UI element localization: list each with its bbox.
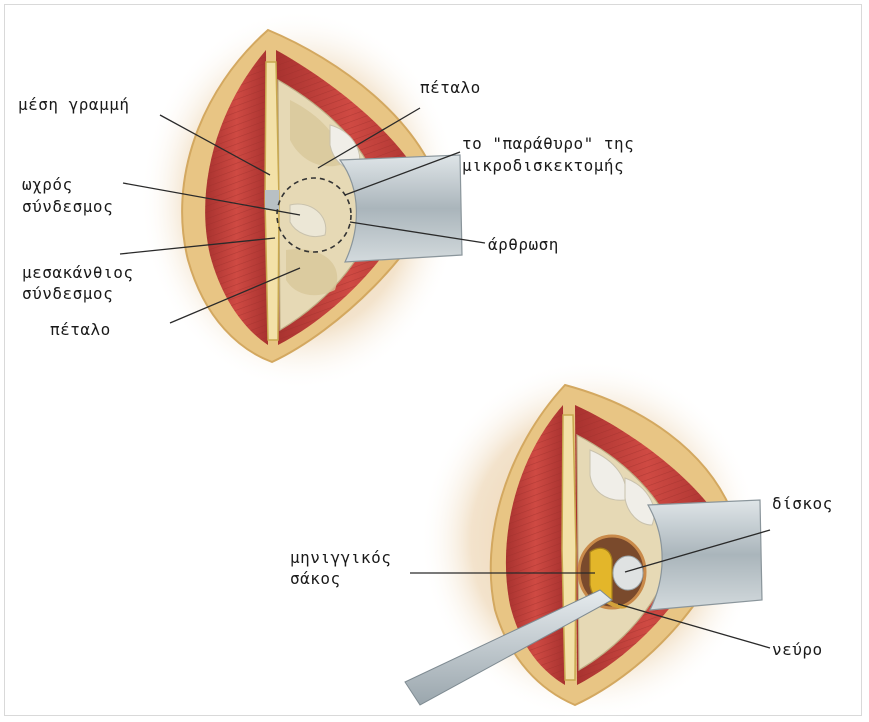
label-minigikos-line2: σάκος bbox=[290, 569, 341, 588]
upper-surgical-view bbox=[140, 10, 462, 390]
label-mesi-grammi: μέση γραμμή bbox=[18, 95, 129, 114]
label-mesakanthios-line2: σύνδεσμος bbox=[22, 284, 113, 303]
label-parathyro-line1: το "παράθυρο" της bbox=[462, 134, 634, 153]
label-minigikos-line1: μηνιγγικός bbox=[290, 548, 391, 567]
label-ochros-line1: ωχρός bbox=[22, 175, 73, 194]
lower-retractor bbox=[648, 500, 762, 610]
label-arthrosi: άρθρωση bbox=[488, 235, 559, 254]
lower-surgical-view bbox=[405, 360, 762, 720]
disc bbox=[613, 556, 643, 590]
label-petalo-bottom: πέταλο bbox=[50, 320, 111, 339]
label-neyro: νεύρο bbox=[772, 640, 823, 659]
label-diskos: δίσκος bbox=[772, 494, 833, 513]
label-mesakanthios-line1: μεσακάνθιος bbox=[22, 263, 133, 282]
upper-retractor bbox=[340, 155, 462, 262]
label-ochros-line2: σύνδεσμος bbox=[22, 197, 113, 216]
label-parathyro-line2: μικροδισκεκτομής bbox=[462, 156, 624, 175]
lower-midline-spine bbox=[562, 415, 576, 680]
label-petalo-top: πέταλο bbox=[420, 78, 481, 97]
